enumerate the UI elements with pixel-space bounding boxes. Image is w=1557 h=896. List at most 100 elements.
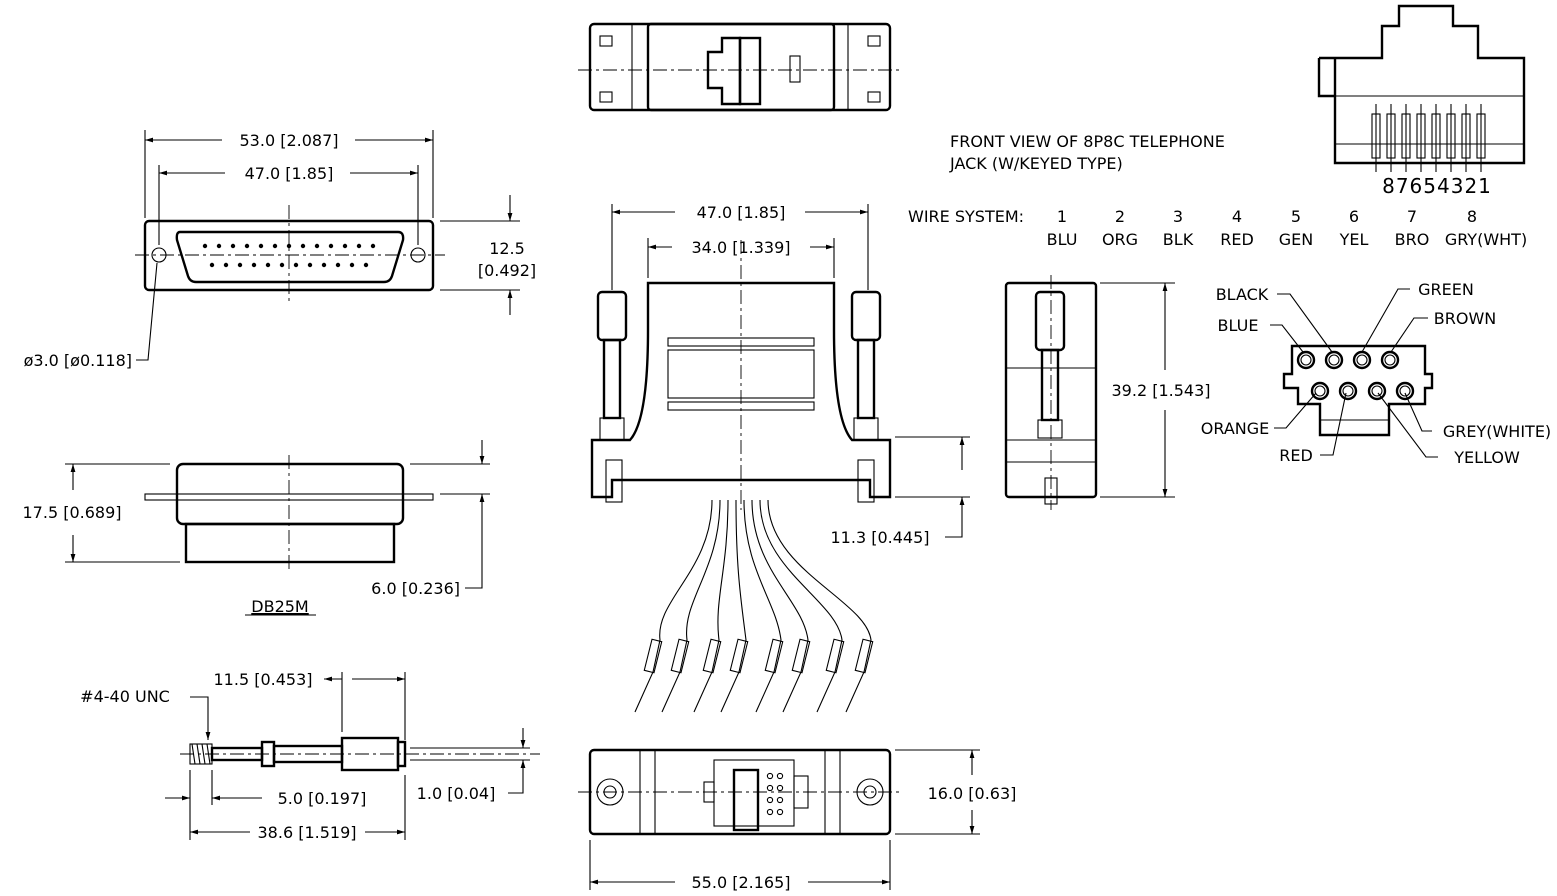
pin-hole-inner (1342, 385, 1354, 397)
pin-dot (363, 262, 369, 268)
dim-thread-length: 5.0 [0.197] (278, 789, 367, 808)
pin-dot (272, 243, 278, 249)
wire-pin-number: 6 (1349, 207, 1359, 226)
wire-ferrule (643, 638, 663, 674)
pin-hole (1395, 381, 1415, 401)
label-grey-white: GREY(WHITE) (1443, 422, 1551, 441)
wire-pin-number: 8 (1467, 207, 1477, 226)
pin-hole-inner (1300, 354, 1312, 366)
jack-title-line2: JACK (W/KEYED TYPE) (949, 154, 1123, 173)
pin-hole-inner (1399, 385, 1411, 397)
pin-hole (1367, 381, 1387, 401)
wire-pin-color: YEL (1339, 230, 1369, 249)
adapter-top-view (578, 22, 902, 112)
pin-dot (370, 243, 376, 249)
dim-overall-width: 53.0 [2.087] (240, 131, 339, 150)
wire-system-label: WIRE SYSTEM: (908, 207, 1024, 226)
pin-dot (258, 243, 264, 249)
dim-height-mm: 12.5 (489, 239, 525, 258)
pin-dot (335, 262, 341, 268)
wire-pin-number: 2 (1115, 207, 1125, 226)
pin-numbers: 87654321 (1382, 174, 1492, 198)
wire-pin-color: RED (1220, 230, 1254, 249)
wire-pin-number: 4 (1232, 207, 1242, 226)
wire-ferrule (825, 638, 845, 674)
db25-front-view: 53.0 [2.087] 47.0 [1.85] 12.5 [0.492] ø3… (24, 130, 536, 370)
contact-dot (776, 772, 784, 780)
wire-lead (720, 499, 747, 713)
pin-dot (349, 262, 355, 268)
pin-hole (1310, 381, 1330, 401)
dim-screw-spacing: 47.0 [1.85] (697, 203, 786, 222)
pin-dot (300, 243, 306, 249)
wire-pin-number: 5 (1291, 207, 1301, 226)
contact-dot (776, 808, 784, 816)
pin-dot (202, 243, 208, 249)
wire-lead (743, 499, 782, 713)
wire-leads (634, 499, 874, 713)
wire-pin-color: BLU (1047, 230, 1078, 249)
pin-dot (216, 243, 222, 249)
jackscrew-drawing: #4-40 UNC 11.5 [0.453] 5.0 [0.197] 1.0 [… (80, 670, 540, 842)
pin-dot (223, 262, 229, 268)
adapter-bottom-view: 16.0 [0.63] 55.0 [2.165] (578, 748, 1017, 892)
pin-dot (286, 243, 292, 249)
wire-pin-number: 7 (1407, 207, 1417, 226)
db25m-label: DB25M (251, 597, 308, 616)
pin-dot (279, 262, 285, 268)
dim-hole-diameter: ø3.0 [ø0.118] (24, 351, 132, 370)
wire-pin-color: GEN (1279, 230, 1313, 249)
wire-lead (634, 499, 713, 713)
thread-spec: #4-40 UNC (80, 687, 170, 706)
dim-thickness: 16.0 [0.63] (928, 784, 1017, 803)
pin-hole-inner (1314, 385, 1326, 397)
wire-ferrule (670, 638, 690, 674)
dim-overall-width-bottom: 55.0 [2.165] (692, 873, 791, 892)
label-black: BLACK (1216, 285, 1269, 304)
wire-pin-color: ORG (1102, 230, 1138, 249)
wire-lead (661, 499, 721, 713)
pin-dot (244, 243, 250, 249)
contact-dot (766, 772, 774, 780)
wire-pin-number: 3 (1173, 207, 1183, 226)
dim-knob-length: 11.5 [0.453] (214, 670, 313, 689)
pin-hole-inner (1356, 354, 1368, 366)
pin-hole (1324, 350, 1344, 370)
dim-flange-height: 11.3 [0.445] (831, 528, 930, 547)
wire-system-table: WIRE SYSTEM: 1BLU2ORG3BLK4RED5GEN6YEL7BR… (908, 207, 1527, 249)
label-red: RED (1279, 446, 1313, 465)
adapter-side-view: 39.2 [1.543] (1004, 275, 1211, 510)
pin-dot (342, 243, 348, 249)
adapter-front-view: 47.0 [1.85] 34.0 [1.339] 11.3 [0.445] (590, 203, 970, 713)
contact-dot (776, 784, 784, 792)
contact-dot (776, 796, 784, 804)
wire-ferrule (729, 638, 749, 674)
dim-total-length: 38.6 [1.519] (258, 823, 357, 842)
pin-dot (265, 262, 271, 268)
label-green: GREEN (1418, 280, 1474, 299)
label-yellow: YELLOW (1453, 448, 1520, 467)
pin-dot (251, 262, 257, 268)
contact-dot (766, 784, 774, 792)
dim-diameter: 1.0 [0.04] (417, 784, 496, 803)
pin-hole (1380, 350, 1400, 370)
wire-ferrule (764, 638, 784, 674)
wire-pin-color: BLK (1163, 230, 1194, 249)
label-brown: BROWN (1434, 309, 1496, 328)
db25-side-view: 17.5 [0.689] 6.0 [0.236] DB25M (23, 440, 490, 616)
pin-hole-inner (1371, 385, 1383, 397)
jack-title-line1: FRONT VIEW OF 8P8C TELEPHONE (950, 132, 1225, 151)
pin-dot (328, 243, 334, 249)
wire-pin-color: BRO (1395, 230, 1430, 249)
wire-ferrule (854, 638, 874, 674)
pin-hole (1338, 381, 1358, 401)
pin-hole-inner (1384, 354, 1396, 366)
label-blue: BLUE (1218, 316, 1259, 335)
dim-flange: 6.0 [0.236] (371, 579, 460, 598)
wire-lead (751, 499, 809, 713)
wire-ferrule (791, 638, 811, 674)
pin-dot (230, 243, 236, 249)
contact-dot (766, 808, 774, 816)
